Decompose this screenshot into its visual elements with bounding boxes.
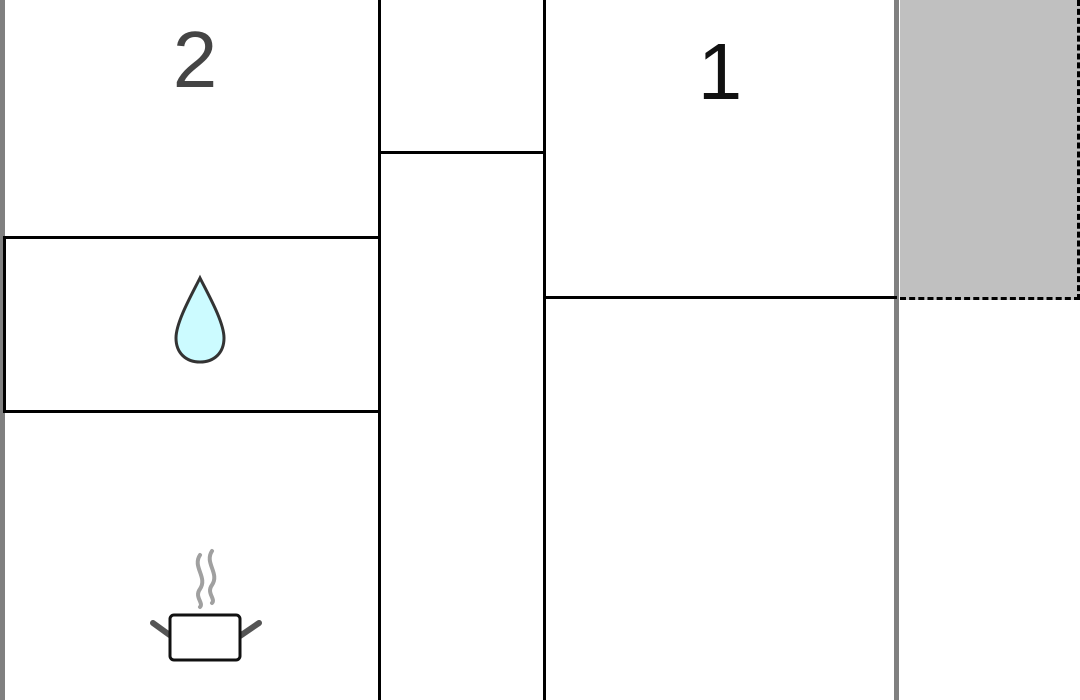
corridor-divider: [380, 151, 545, 154]
room-number-1: 1: [697, 27, 743, 116]
room-1-bottom-line: [545, 296, 897, 299]
partition-right: [543, 0, 546, 700]
steaming-pot-icon: [150, 549, 262, 662]
water-drop-icon: [174, 274, 226, 364]
room-number-2: 2: [172, 15, 218, 104]
right-wall: [894, 0, 899, 700]
shaded-area: [900, 0, 1080, 300]
left-wall: [0, 0, 5, 700]
